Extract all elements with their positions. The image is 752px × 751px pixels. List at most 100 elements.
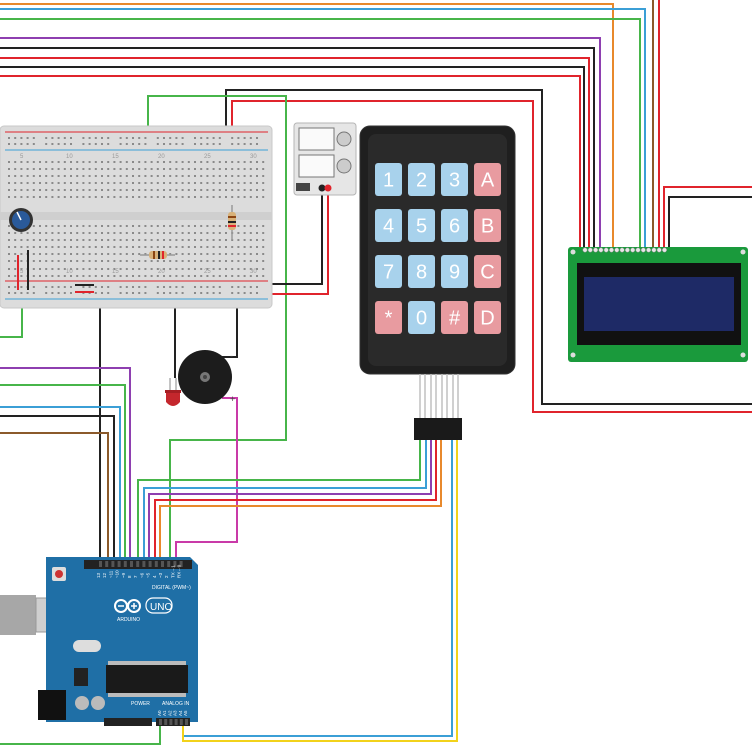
keypad-key-8[interactable]: 8 <box>408 255 435 288</box>
digital-pin[interactable] <box>136 561 140 567</box>
keypad-key-c[interactable]: C <box>474 255 501 288</box>
wire-purple-ard[interactable] <box>0 367 131 562</box>
breadboard-hole <box>107 275 110 277</box>
potentiometer[interactable] <box>9 208 33 232</box>
analog-pin[interactable] <box>174 719 178 725</box>
digital-pin[interactable] <box>117 561 121 567</box>
breadboard-hole <box>150 182 153 184</box>
power-supply-knob-1[interactable] <box>336 131 352 147</box>
wire-lcd-red-1[interactable] <box>0 57 590 250</box>
wire-blue-ard[interactable] <box>0 406 121 562</box>
digital-pin[interactable] <box>179 561 183 567</box>
analog-pin[interactable] <box>185 719 188 725</box>
wire-psu-black[interactable] <box>250 188 323 285</box>
digital-pin[interactable] <box>99 561 102 567</box>
digital-pin[interactable] <box>173 561 177 567</box>
keypad-key-1[interactable]: 1 <box>375 163 402 196</box>
wire-kp-purple[interactable] <box>148 440 432 562</box>
wire-lcd-green-top[interactable] <box>0 18 641 250</box>
digital-pin[interactable] <box>123 561 127 567</box>
wire-kp-orange[interactable] <box>159 440 442 562</box>
digital-pin[interactable] <box>105 561 109 567</box>
digital-pin[interactable] <box>161 561 164 567</box>
digital-pin[interactable] <box>154 561 158 567</box>
keypad-key-6[interactable]: 6 <box>441 209 468 242</box>
piezo-buzzer[interactable]: - + <box>178 350 235 404</box>
keypad-key-3[interactable]: 3 <box>441 163 468 196</box>
wire-kp-cyan[interactable] <box>182 440 453 737</box>
wire-kp-blue[interactable] <box>143 440 427 562</box>
breadboard-marker: 20 <box>158 154 165 160</box>
led-red[interactable] <box>165 378 181 406</box>
breadboard-hole <box>237 189 240 191</box>
wire-lcd-red-2[interactable] <box>0 75 581 250</box>
wire-lcd-purple[interactable] <box>0 37 601 250</box>
wire-psu-red[interactable] <box>250 188 329 295</box>
keypad-key-d[interactable]: D <box>474 301 501 334</box>
breadboard-hole <box>144 268 147 270</box>
wire-lcd-black-right[interactable] <box>668 196 752 250</box>
keypad-key-a[interactable]: A <box>474 163 501 196</box>
analog-pin[interactable] <box>169 719 173 725</box>
breadboard-hole <box>218 275 221 277</box>
lcd-pin-header <box>582 247 667 253</box>
power-supply[interactable] <box>293 122 357 196</box>
keypad-key-5[interactable]: 5 <box>408 209 435 242</box>
power-supply-knob-2[interactable] <box>336 158 352 174</box>
wire-buzzer-magenta[interactable] <box>175 397 238 562</box>
breadboard-hole <box>63 189 66 191</box>
wire-kp-green[interactable] <box>137 440 421 562</box>
breadboard-hole <box>237 182 240 184</box>
keypad-key-9[interactable]: 9 <box>441 255 468 288</box>
breadboard-hole <box>101 161 103 163</box>
breadboard-hole <box>187 260 190 262</box>
wire-lcd-black-2[interactable] <box>0 66 585 250</box>
breadboard-hole <box>119 246 122 248</box>
wire-black-loop[interactable] <box>225 89 752 405</box>
breadboard-hole <box>138 168 141 170</box>
keypad-key-hash[interactable]: # <box>441 301 468 334</box>
breadboard-hole <box>107 268 110 270</box>
breadboard-hole <box>63 275 66 277</box>
crystal <box>73 640 101 652</box>
wire-kp-yellow[interactable] <box>182 440 458 742</box>
digital-pin[interactable] <box>167 561 171 567</box>
digital-pin[interactable] <box>148 561 152 567</box>
breadboard-hole <box>20 143 23 145</box>
wire-lcd-orange[interactable] <box>0 3 614 250</box>
breadboard-hole <box>181 246 184 248</box>
breadboard-hole <box>101 189 103 191</box>
keypad-key-4[interactable]: 4 <box>375 209 402 242</box>
wire-buzzer-black[interactable] <box>222 292 238 358</box>
analog-pin[interactable] <box>159 719 162 725</box>
wire-kp-red[interactable] <box>154 440 437 562</box>
breadboard-hole <box>218 239 221 241</box>
wire-green-loop[interactable] <box>147 95 287 562</box>
resistor-led[interactable] <box>140 251 175 259</box>
analog-pin[interactable] <box>179 719 183 725</box>
wire-green-ard[interactable] <box>0 384 126 562</box>
breadboard-hole <box>225 161 227 163</box>
resistor-lcd[interactable] <box>228 205 236 240</box>
wire-black-ard[interactable] <box>0 415 115 562</box>
keypad-key-7[interactable]: 7 <box>375 255 402 288</box>
breadboard-hole <box>14 268 17 270</box>
power-header <box>104 718 152 726</box>
breadboard-hole <box>101 292 103 294</box>
keypad-key-b[interactable]: B <box>474 209 501 242</box>
digital-pin[interactable] <box>142 561 146 567</box>
digital-pin[interactable] <box>111 561 115 567</box>
breadboard-hole <box>113 168 116 170</box>
keypad-key-0[interactable]: 0 <box>408 301 435 334</box>
analog-pin[interactable] <box>164 719 168 725</box>
breadboard-hole <box>169 275 172 277</box>
wire-bottom-green[interactable] <box>0 724 161 745</box>
wire-lcd-black-1[interactable] <box>0 47 595 250</box>
breadboard-hole <box>181 268 184 270</box>
wire-brown-ard[interactable] <box>0 432 109 562</box>
wire-lcd-red-right[interactable] <box>663 186 752 250</box>
keypad-key-star[interactable]: * <box>375 301 402 334</box>
keypad-key-2[interactable]: 2 <box>408 163 435 196</box>
digital-pin[interactable] <box>130 561 133 567</box>
wire-lcd-blue-top[interactable] <box>0 8 646 250</box>
